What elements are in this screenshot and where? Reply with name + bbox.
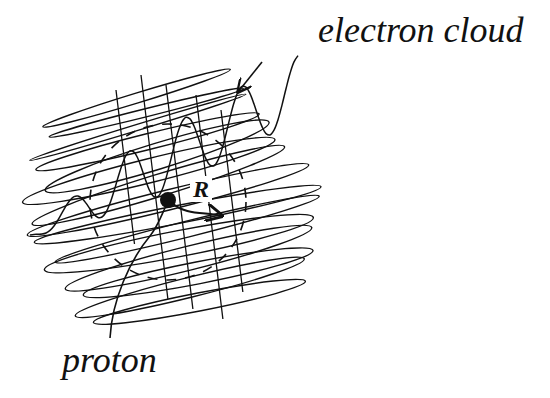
cloud-loop xyxy=(41,65,231,132)
cloud-label: electron cloud xyxy=(318,12,524,48)
leader-arrow xyxy=(238,62,262,92)
orbit-dashes xyxy=(90,124,246,280)
cloud-loop xyxy=(62,216,314,301)
proton-label: proton xyxy=(62,342,157,378)
radius-arrow xyxy=(172,203,222,216)
leader-line xyxy=(110,208,165,338)
cloud-stroke xyxy=(196,95,223,319)
cloud-stroke xyxy=(221,110,243,292)
cloud-loop xyxy=(42,205,316,283)
radius-label: R xyxy=(190,176,212,202)
wave-line xyxy=(30,56,298,235)
cloud-stroke xyxy=(116,90,134,244)
